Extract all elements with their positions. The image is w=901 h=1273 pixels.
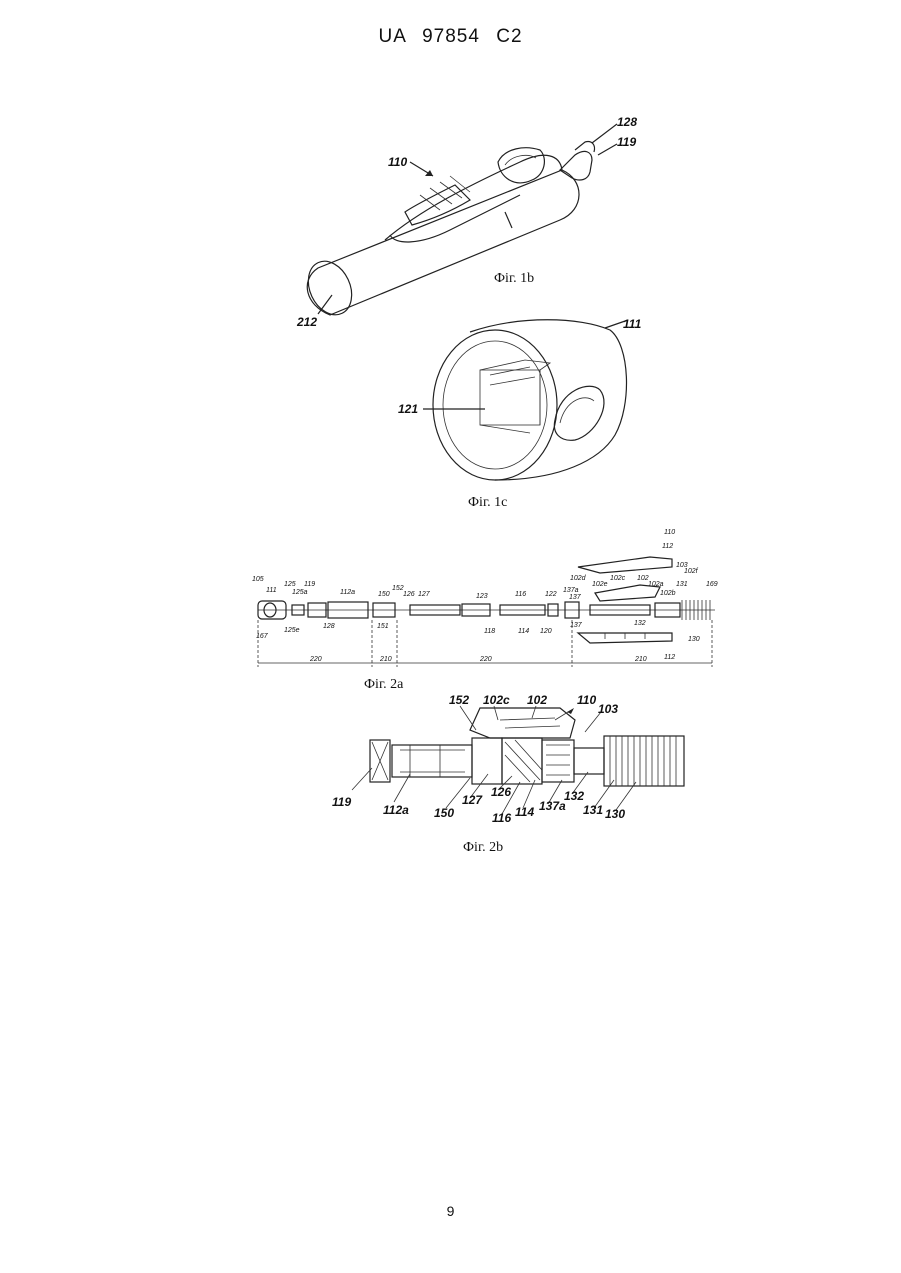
label-110: 110 (577, 693, 596, 707)
dimension-210-b: 210 (634, 656, 647, 663)
label-137: 137 (569, 594, 582, 601)
label-110: 110 (664, 529, 675, 536)
label-125a: 125a (292, 589, 308, 596)
label-119: 119 (617, 135, 636, 149)
label-111: 111 (266, 587, 277, 594)
label-116: 116 (492, 811, 511, 825)
label-130: 130 (605, 807, 625, 821)
label-126: 126 (491, 785, 511, 799)
figure-2b-caption: Фіг. 2b (463, 840, 503, 856)
dimension-220-b: 220 (479, 656, 492, 663)
label-112a: 112a (340, 589, 355, 596)
label-114: 114 (515, 805, 534, 819)
label-112a: 112a (383, 803, 409, 817)
label-123: 123 (476, 593, 488, 600)
label-128: 128 (617, 115, 637, 129)
label-102d: 102d (570, 575, 587, 582)
label-102e: 102e (592, 581, 608, 588)
label-152: 152 (449, 693, 469, 707)
label-102f: 102f (684, 568, 699, 575)
label-103: 103 (598, 702, 618, 716)
housing-part-112-lower (578, 633, 672, 643)
label-112-top: 112 (662, 543, 673, 550)
dimension-220-a: 220 (309, 656, 322, 663)
label-112-bottom: 112 (664, 654, 675, 661)
label-126: 126 (403, 591, 415, 598)
label-111: 111 (623, 317, 642, 331)
figure-2a-drawing: 220 210 220 210 110 112 103 102f 102d 10… (0, 525, 901, 685)
label-151: 151 (377, 623, 389, 630)
label-102a: 102a (648, 581, 664, 588)
label-102c: 102c (483, 693, 510, 707)
label-131: 131 (583, 803, 603, 817)
label-137a: 137a (563, 587, 579, 594)
pen-device-body (300, 142, 594, 322)
label-167: 167 (256, 633, 269, 640)
label-120: 120 (540, 628, 552, 635)
dimension-210-a: 210 (379, 656, 392, 663)
label-102c: 102c (610, 575, 626, 582)
assembled-device-2b (370, 708, 684, 786)
label-132: 132 (564, 789, 584, 803)
label-119: 119 (304, 581, 315, 588)
label-118: 118 (484, 628, 495, 635)
label-128: 128 (323, 623, 335, 630)
label-130: 130 (688, 636, 700, 643)
leader-128 (592, 124, 617, 143)
label-131: 131 (676, 581, 688, 588)
label-125: 125 (284, 581, 296, 588)
label-150: 150 (434, 806, 454, 820)
leader-119 (598, 144, 617, 155)
label-122: 122 (545, 591, 557, 598)
label-119: 119 (332, 795, 351, 809)
label-116: 116 (515, 591, 526, 598)
document-number-header: UA 97854 C2 (0, 26, 901, 48)
label-121: 121 (398, 402, 418, 416)
figure-1c-caption: Фіг. 1c (468, 495, 507, 511)
label-105: 105 (252, 576, 264, 583)
label-137-lower: 137 (570, 622, 583, 629)
label-102b: 102b (660, 590, 676, 597)
label-102: 102 (527, 693, 547, 707)
figure-1c-drawing: 111 121 (0, 305, 901, 505)
figure-1b-caption: Фіг. 1b (494, 271, 534, 287)
label-169: 169 (706, 581, 718, 588)
figure-2b-drawing: 152 102c 102 110 103 119 112a 150 127 12… (0, 690, 901, 830)
label-150: 150 (378, 591, 390, 598)
label-110: 110 (388, 155, 407, 169)
label-137a: 137a (539, 799, 566, 813)
label-127: 127 (462, 793, 483, 807)
housing-part-112-upper (578, 557, 672, 573)
label-132: 132 (634, 620, 646, 627)
label-125e: 125e (284, 627, 300, 634)
cap-component-111 (433, 320, 626, 480)
label-127: 127 (418, 591, 431, 598)
page-number: 9 (0, 1203, 901, 1219)
label-114: 114 (518, 628, 529, 635)
